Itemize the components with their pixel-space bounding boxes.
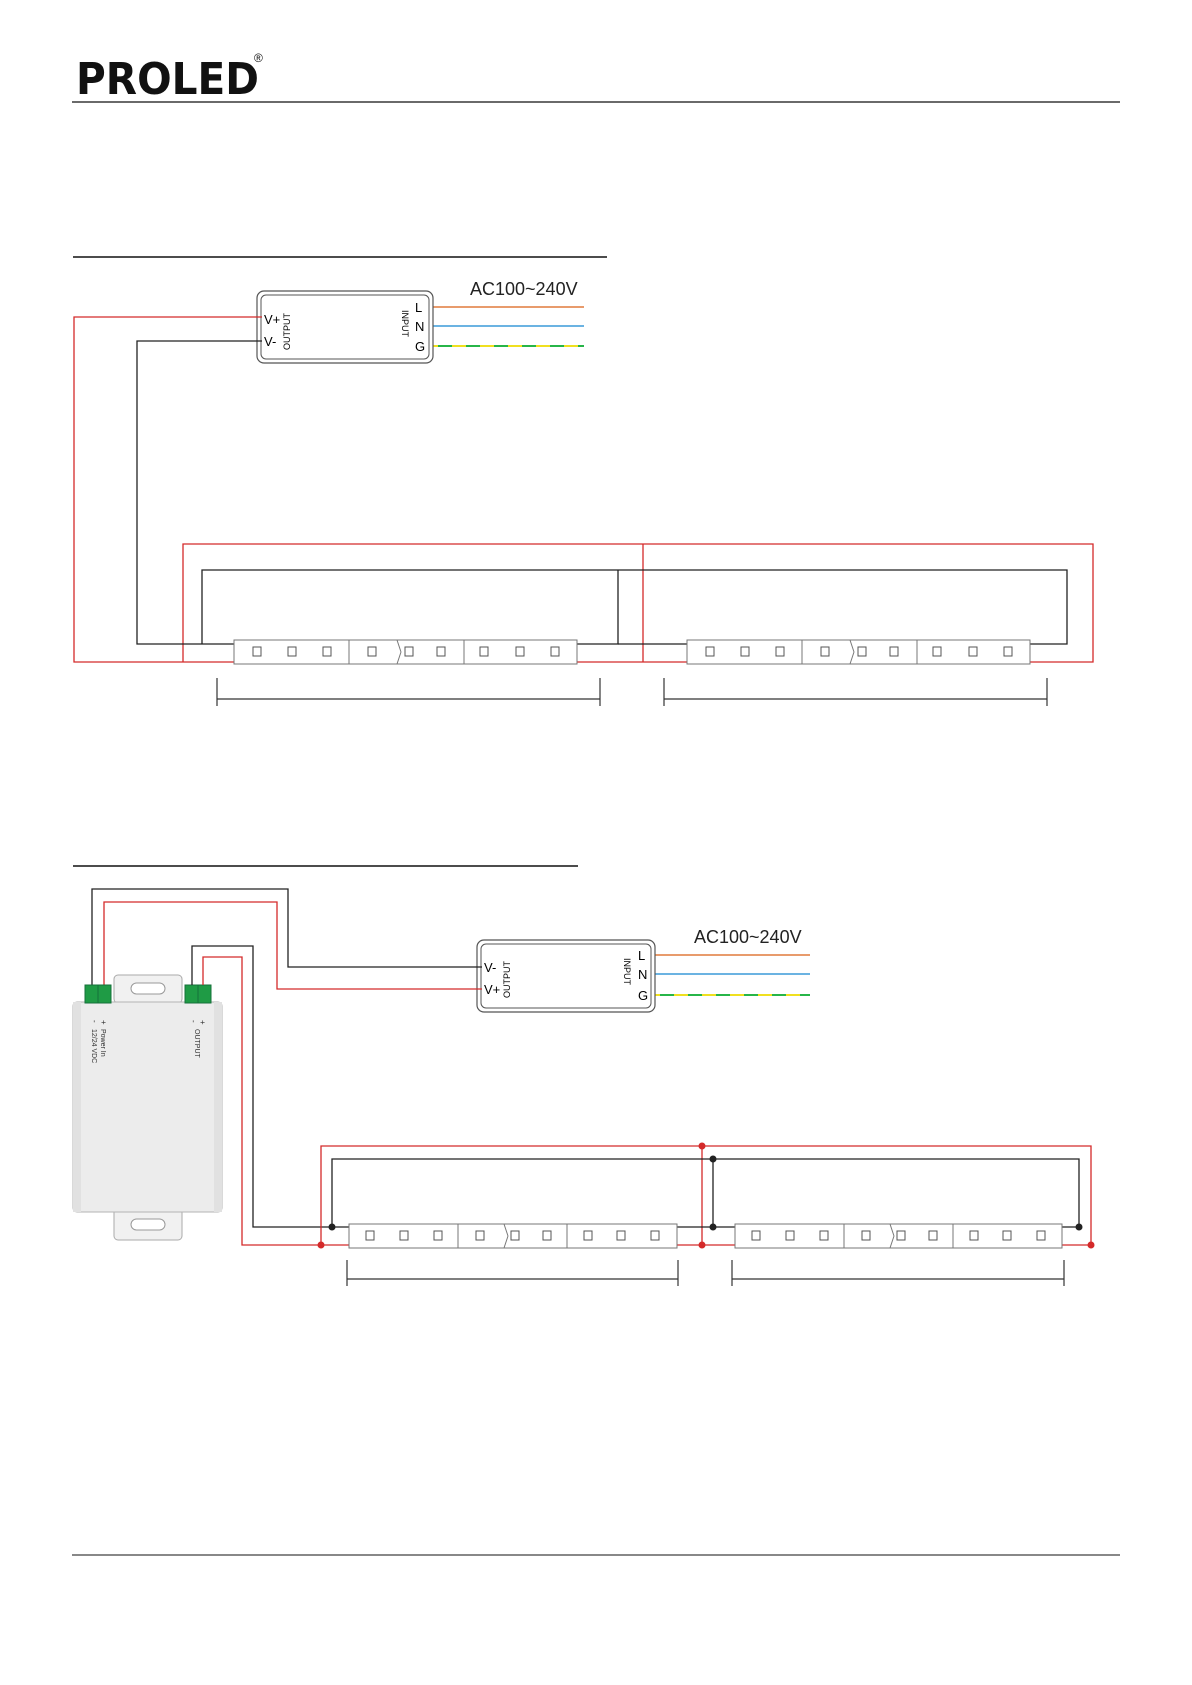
junction-dot bbox=[699, 1143, 706, 1150]
psu2-input-label: INPUT bbox=[622, 958, 632, 986]
psu2-l-label: L bbox=[638, 948, 645, 963]
psu-v-minus-label: V- bbox=[264, 334, 276, 349]
negative-wire-loop bbox=[202, 570, 1067, 644]
negative-wire-branch bbox=[577, 570, 618, 644]
junction-dot bbox=[699, 1242, 706, 1249]
psu2-output-label: OUTPUT bbox=[502, 961, 512, 999]
header: PROLED ® bbox=[72, 51, 1120, 105]
psu-output-label: OUTPUT bbox=[282, 313, 292, 351]
psu-n-label: N bbox=[415, 319, 424, 334]
junction-dot bbox=[318, 1242, 325, 1249]
power-in-voltage-label: 12/24 VDC bbox=[90, 1029, 97, 1063]
dimension-bracket-1 bbox=[217, 678, 600, 706]
ac-supply-label: AC100~240V bbox=[470, 279, 578, 299]
positive-wire-main bbox=[74, 317, 1093, 662]
dimension-bracket-3 bbox=[347, 1260, 678, 1286]
output-plus: + bbox=[198, 1020, 207, 1025]
dimension-bracket-4 bbox=[732, 1260, 1064, 1286]
negative-wire-loop-2 bbox=[332, 1159, 1079, 1227]
ac-supply-label-2: AC100~240V bbox=[694, 927, 802, 947]
diagram-2: AC100~240V V- V+ OUTPUT INPUT L N G bbox=[73, 866, 1095, 1286]
negative-wire-branch-2 bbox=[677, 1159, 713, 1227]
amp-input-negative-wire bbox=[92, 889, 482, 985]
psu2-v-plus-label: V+ bbox=[484, 982, 500, 997]
junction-dot bbox=[329, 1224, 336, 1231]
led-strip-4 bbox=[735, 1224, 1062, 1248]
psu-g-label: G bbox=[415, 339, 425, 354]
amp-output-label: OUTPUT bbox=[193, 1029, 200, 1059]
negative-wire-main bbox=[137, 341, 262, 644]
led-strip-2 bbox=[687, 640, 1030, 664]
led-strip-1 bbox=[234, 640, 577, 664]
psu2-n-label: N bbox=[638, 967, 647, 982]
dimension-bracket-2 bbox=[664, 678, 1047, 706]
psu-v-plus-label: V+ bbox=[264, 312, 280, 327]
power-in-minus: - bbox=[90, 1020, 99, 1023]
junction-dot bbox=[1088, 1242, 1095, 1249]
power-in-label: Power In bbox=[99, 1029, 106, 1057]
power-supply-unit: V+ V- OUTPUT INPUT L N G bbox=[257, 291, 433, 363]
psu-input-label: INPUT bbox=[400, 310, 410, 338]
junction-dot bbox=[710, 1156, 717, 1163]
signal-amplifier: - + Power In 12/24 VDC - + OUTPUT bbox=[73, 975, 222, 1240]
junction-dot bbox=[710, 1224, 717, 1231]
power-in-plus: + bbox=[99, 1020, 108, 1025]
junction-dot bbox=[1076, 1224, 1083, 1231]
psu2-v-minus-label: V- bbox=[484, 960, 496, 975]
registered-mark: ® bbox=[254, 51, 263, 65]
psu-l-label: L bbox=[415, 300, 422, 315]
output-minus: - bbox=[189, 1020, 198, 1023]
proled-logo: PROLED bbox=[76, 54, 259, 105]
power-supply-unit-2: V- V+ OUTPUT INPUT L N G bbox=[477, 940, 655, 1012]
led-strip-3 bbox=[349, 1224, 677, 1248]
psu2-g-label: G bbox=[638, 988, 648, 1003]
diagram-1: AC100~240V V+ V- OUTPUT INPUT L N G bbox=[73, 257, 1093, 706]
